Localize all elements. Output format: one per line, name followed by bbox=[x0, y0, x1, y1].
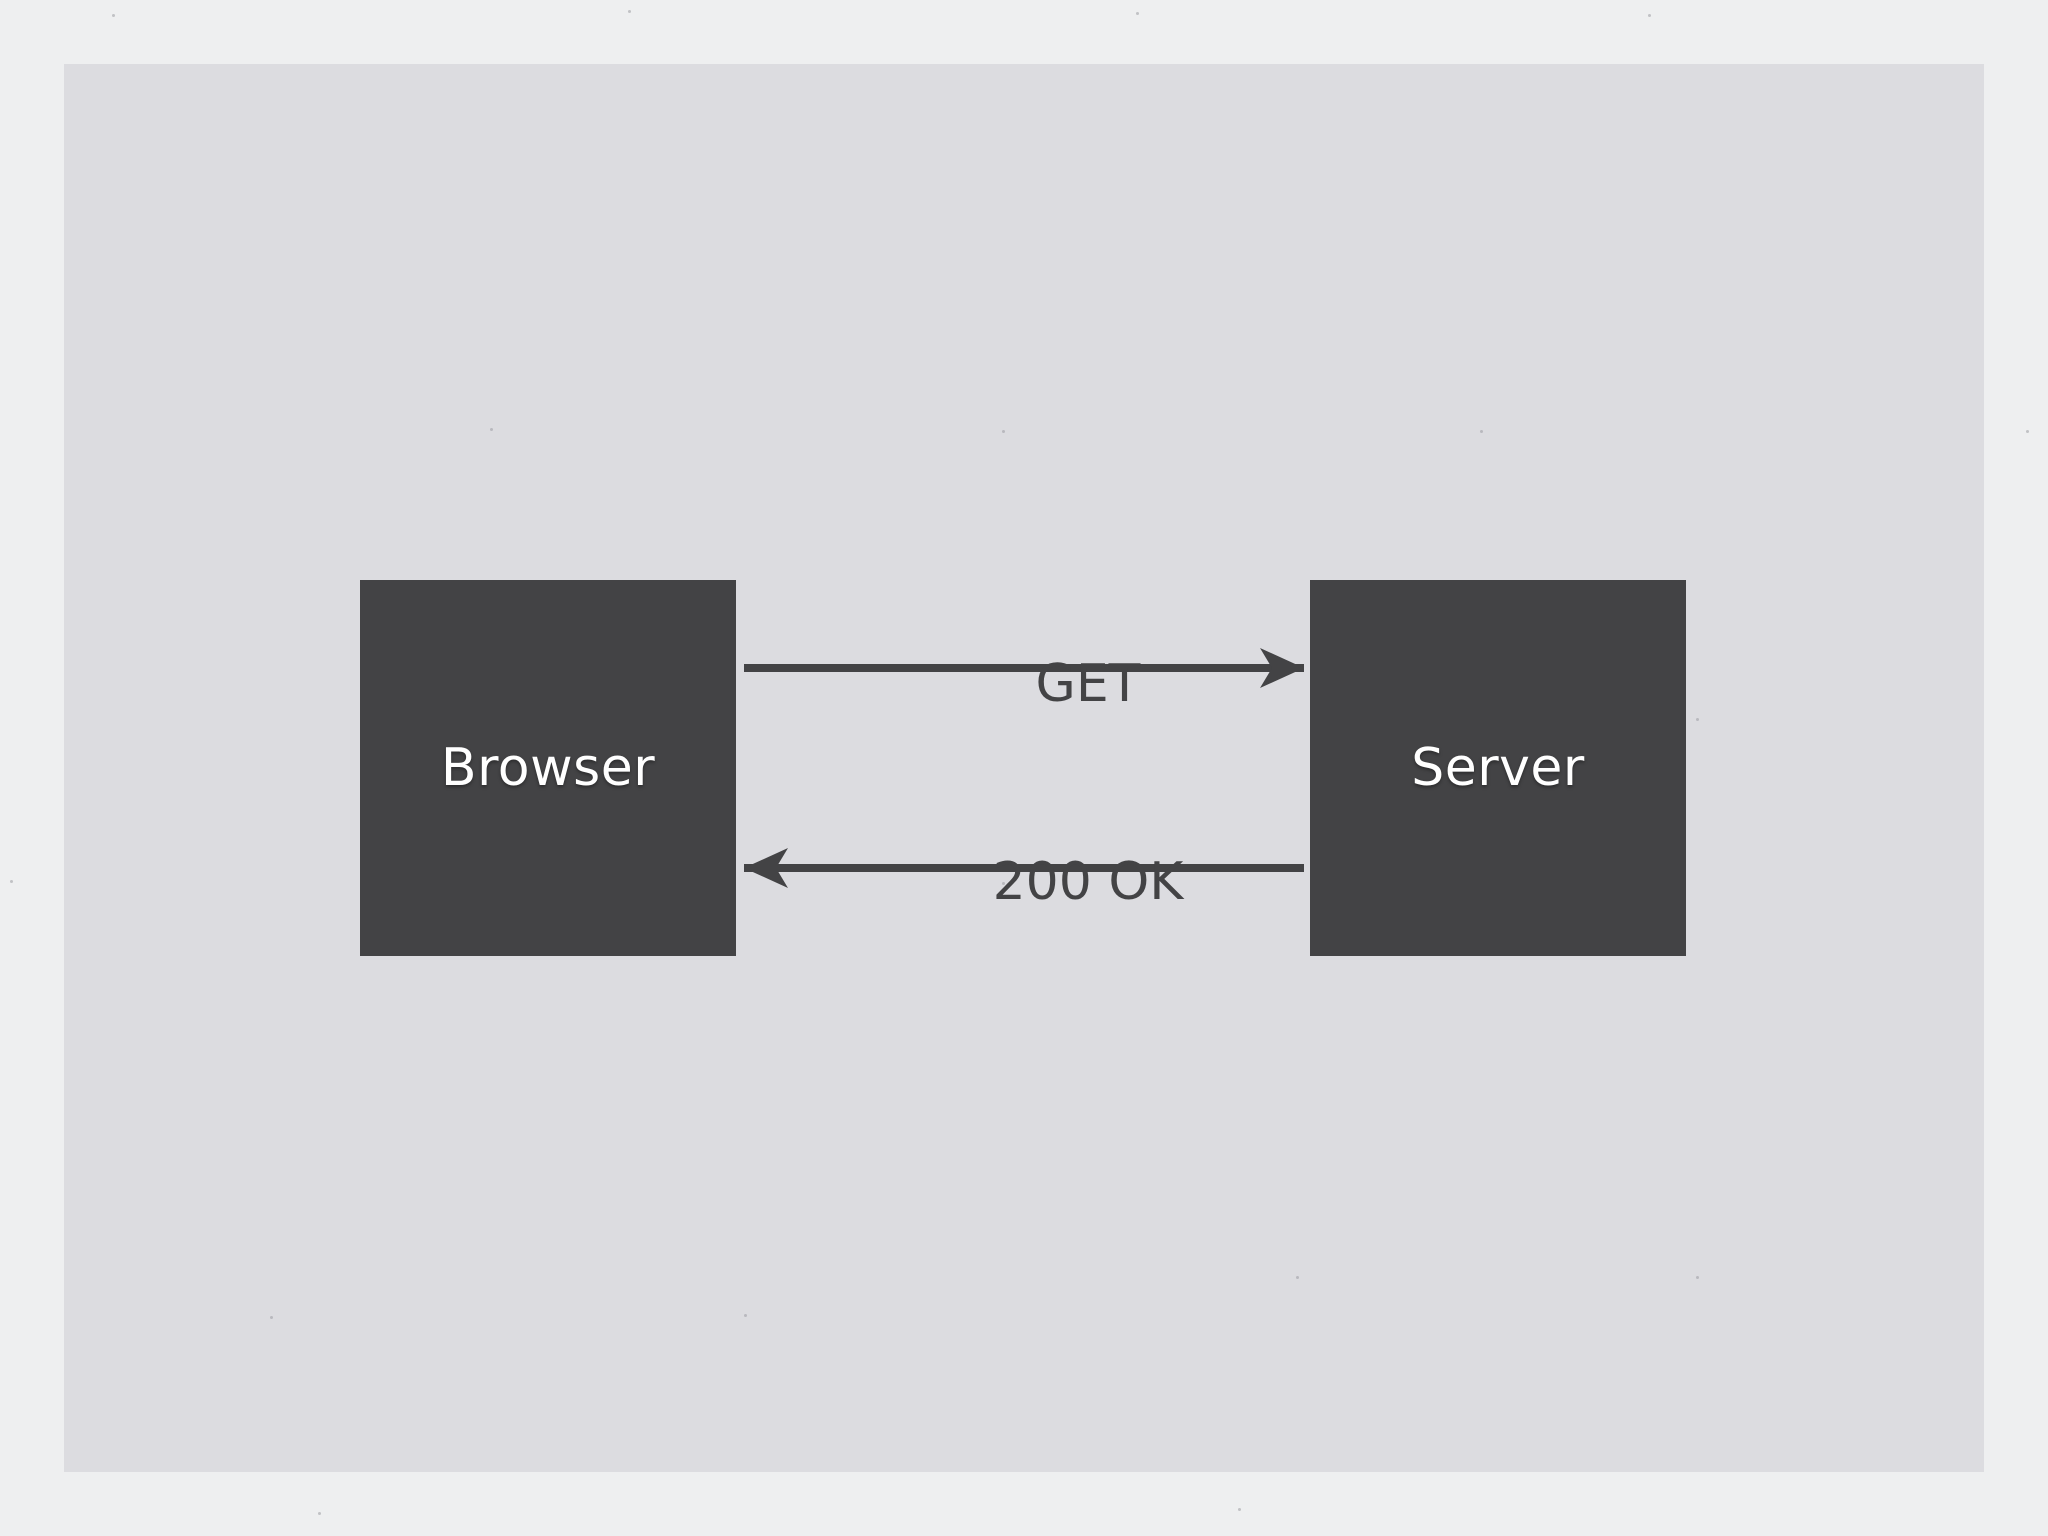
paper-speck bbox=[1136, 12, 1139, 15]
request-label: GET bbox=[1035, 654, 1141, 714]
paper-speck bbox=[628, 10, 631, 13]
slide-speck bbox=[1002, 882, 1005, 885]
request-arrow bbox=[744, 648, 1304, 688]
browser-node-label: Browser bbox=[440, 738, 656, 798]
paper-speck bbox=[1648, 14, 1651, 17]
browser-node: Browser bbox=[360, 580, 736, 956]
paper-speck bbox=[10, 880, 13, 883]
slide-speck bbox=[270, 1316, 273, 1319]
server-node: Server bbox=[1310, 580, 1686, 956]
slide-speck bbox=[1296, 1276, 1299, 1279]
response-arrow bbox=[744, 848, 1304, 888]
slide-speck bbox=[1696, 718, 1699, 721]
slide-speck bbox=[1696, 1276, 1699, 1279]
slide-canvas: GET 200 OK bbox=[64, 64, 1984, 1472]
paper-speck bbox=[318, 1512, 321, 1515]
server-node-label: Server bbox=[1411, 738, 1585, 798]
slide-speck bbox=[1002, 430, 1005, 433]
slide-speck bbox=[1480, 430, 1483, 433]
paper-speck bbox=[112, 14, 115, 17]
arrow-layer bbox=[744, 648, 1304, 888]
response-label: 200 OK bbox=[992, 852, 1184, 912]
paper-speck bbox=[1238, 1508, 1241, 1511]
paper-speck bbox=[2026, 430, 2029, 433]
slide-speck bbox=[744, 1314, 747, 1317]
slide-speck bbox=[490, 428, 493, 431]
